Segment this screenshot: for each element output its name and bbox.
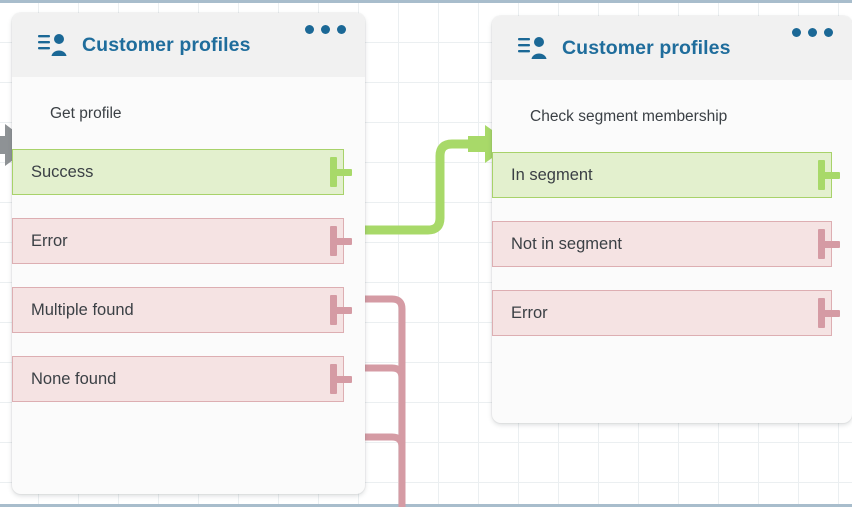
node-action-label: Get profile	[50, 105, 122, 122]
node-card-check-segment-membership[interactable]: Customer profiles Check segment membersh…	[492, 16, 852, 423]
output-row-not-in-segment[interactable]: Not in segment	[492, 221, 840, 267]
kebab-dot	[321, 25, 330, 34]
output-row-success[interactable]: Success	[12, 149, 352, 195]
output-port-error[interactable]	[330, 226, 352, 256]
node-body: Check segment membership In segment Not …	[492, 80, 852, 336]
output-label: Error	[511, 303, 548, 322]
output-row-none-found[interactable]: None found	[12, 356, 352, 402]
output-label: Not in segment	[511, 234, 622, 253]
connector-none-found	[362, 433, 406, 448]
port-stub	[824, 240, 840, 248]
port-bar	[330, 364, 337, 394]
node-header[interactable]: Customer profiles	[12, 13, 365, 77]
port-bar	[330, 295, 337, 325]
output-label: Success	[31, 162, 94, 181]
connector-success-group	[360, 139, 492, 235]
output-label: In segment	[511, 165, 593, 184]
node-action-label: Check segment membership	[530, 108, 728, 125]
node-card-get-profile[interactable]: Customer profiles Get profile Success Er…	[12, 13, 365, 494]
output-label: None found	[31, 369, 117, 388]
connector-failure-group	[362, 295, 406, 507]
node-title: Customer profiles	[82, 33, 251, 56]
output-row-multiple-found[interactable]: Multiple found	[12, 287, 352, 333]
output-port-error[interactable]	[818, 298, 840, 328]
customer-profile-icon	[38, 34, 67, 56]
port-stub	[336, 375, 352, 383]
canvas-top-rule	[0, 0, 852, 3]
kebab-dot	[305, 25, 314, 34]
port-stub	[336, 237, 352, 245]
port-bar	[818, 298, 825, 328]
port-stub	[336, 306, 352, 314]
kebab-dot	[824, 28, 833, 37]
output-label: Multiple found	[31, 300, 134, 319]
kebab-dot	[808, 28, 817, 37]
output-port-in-segment[interactable]	[818, 160, 840, 190]
port-stub	[336, 168, 352, 176]
port-stub	[824, 309, 840, 317]
connector-success	[360, 139, 492, 235]
port-bar	[818, 229, 825, 259]
kebab-menu-icon[interactable]	[792, 28, 833, 37]
kebab-dot	[792, 28, 801, 37]
output-port-none-found[interactable]	[330, 364, 352, 394]
node-title: Customer profiles	[562, 36, 731, 59]
customer-profile-icon	[518, 37, 547, 59]
node-body: Get profile Success Error Multiple found	[12, 77, 365, 402]
kebab-menu-icon[interactable]	[305, 25, 346, 34]
canvas-bottom-rule	[0, 504, 852, 507]
output-row-error[interactable]: Error	[12, 218, 352, 264]
port-stub	[824, 171, 840, 179]
kebab-dot	[337, 25, 346, 34]
connector-error	[362, 295, 406, 507]
output-port-success[interactable]	[330, 157, 352, 187]
output-port-multiple-found[interactable]	[330, 295, 352, 325]
node-header[interactable]: Customer profiles	[492, 16, 852, 80]
port-bar	[330, 157, 337, 187]
output-label: Error	[31, 231, 68, 250]
port-bar	[818, 160, 825, 190]
output-row-in-segment[interactable]: In segment	[492, 152, 840, 198]
connector-multiple-found	[362, 364, 406, 379]
port-bar	[330, 226, 337, 256]
output-port-not-in-segment[interactable]	[818, 229, 840, 259]
output-row-error[interactable]: Error	[492, 290, 840, 336]
